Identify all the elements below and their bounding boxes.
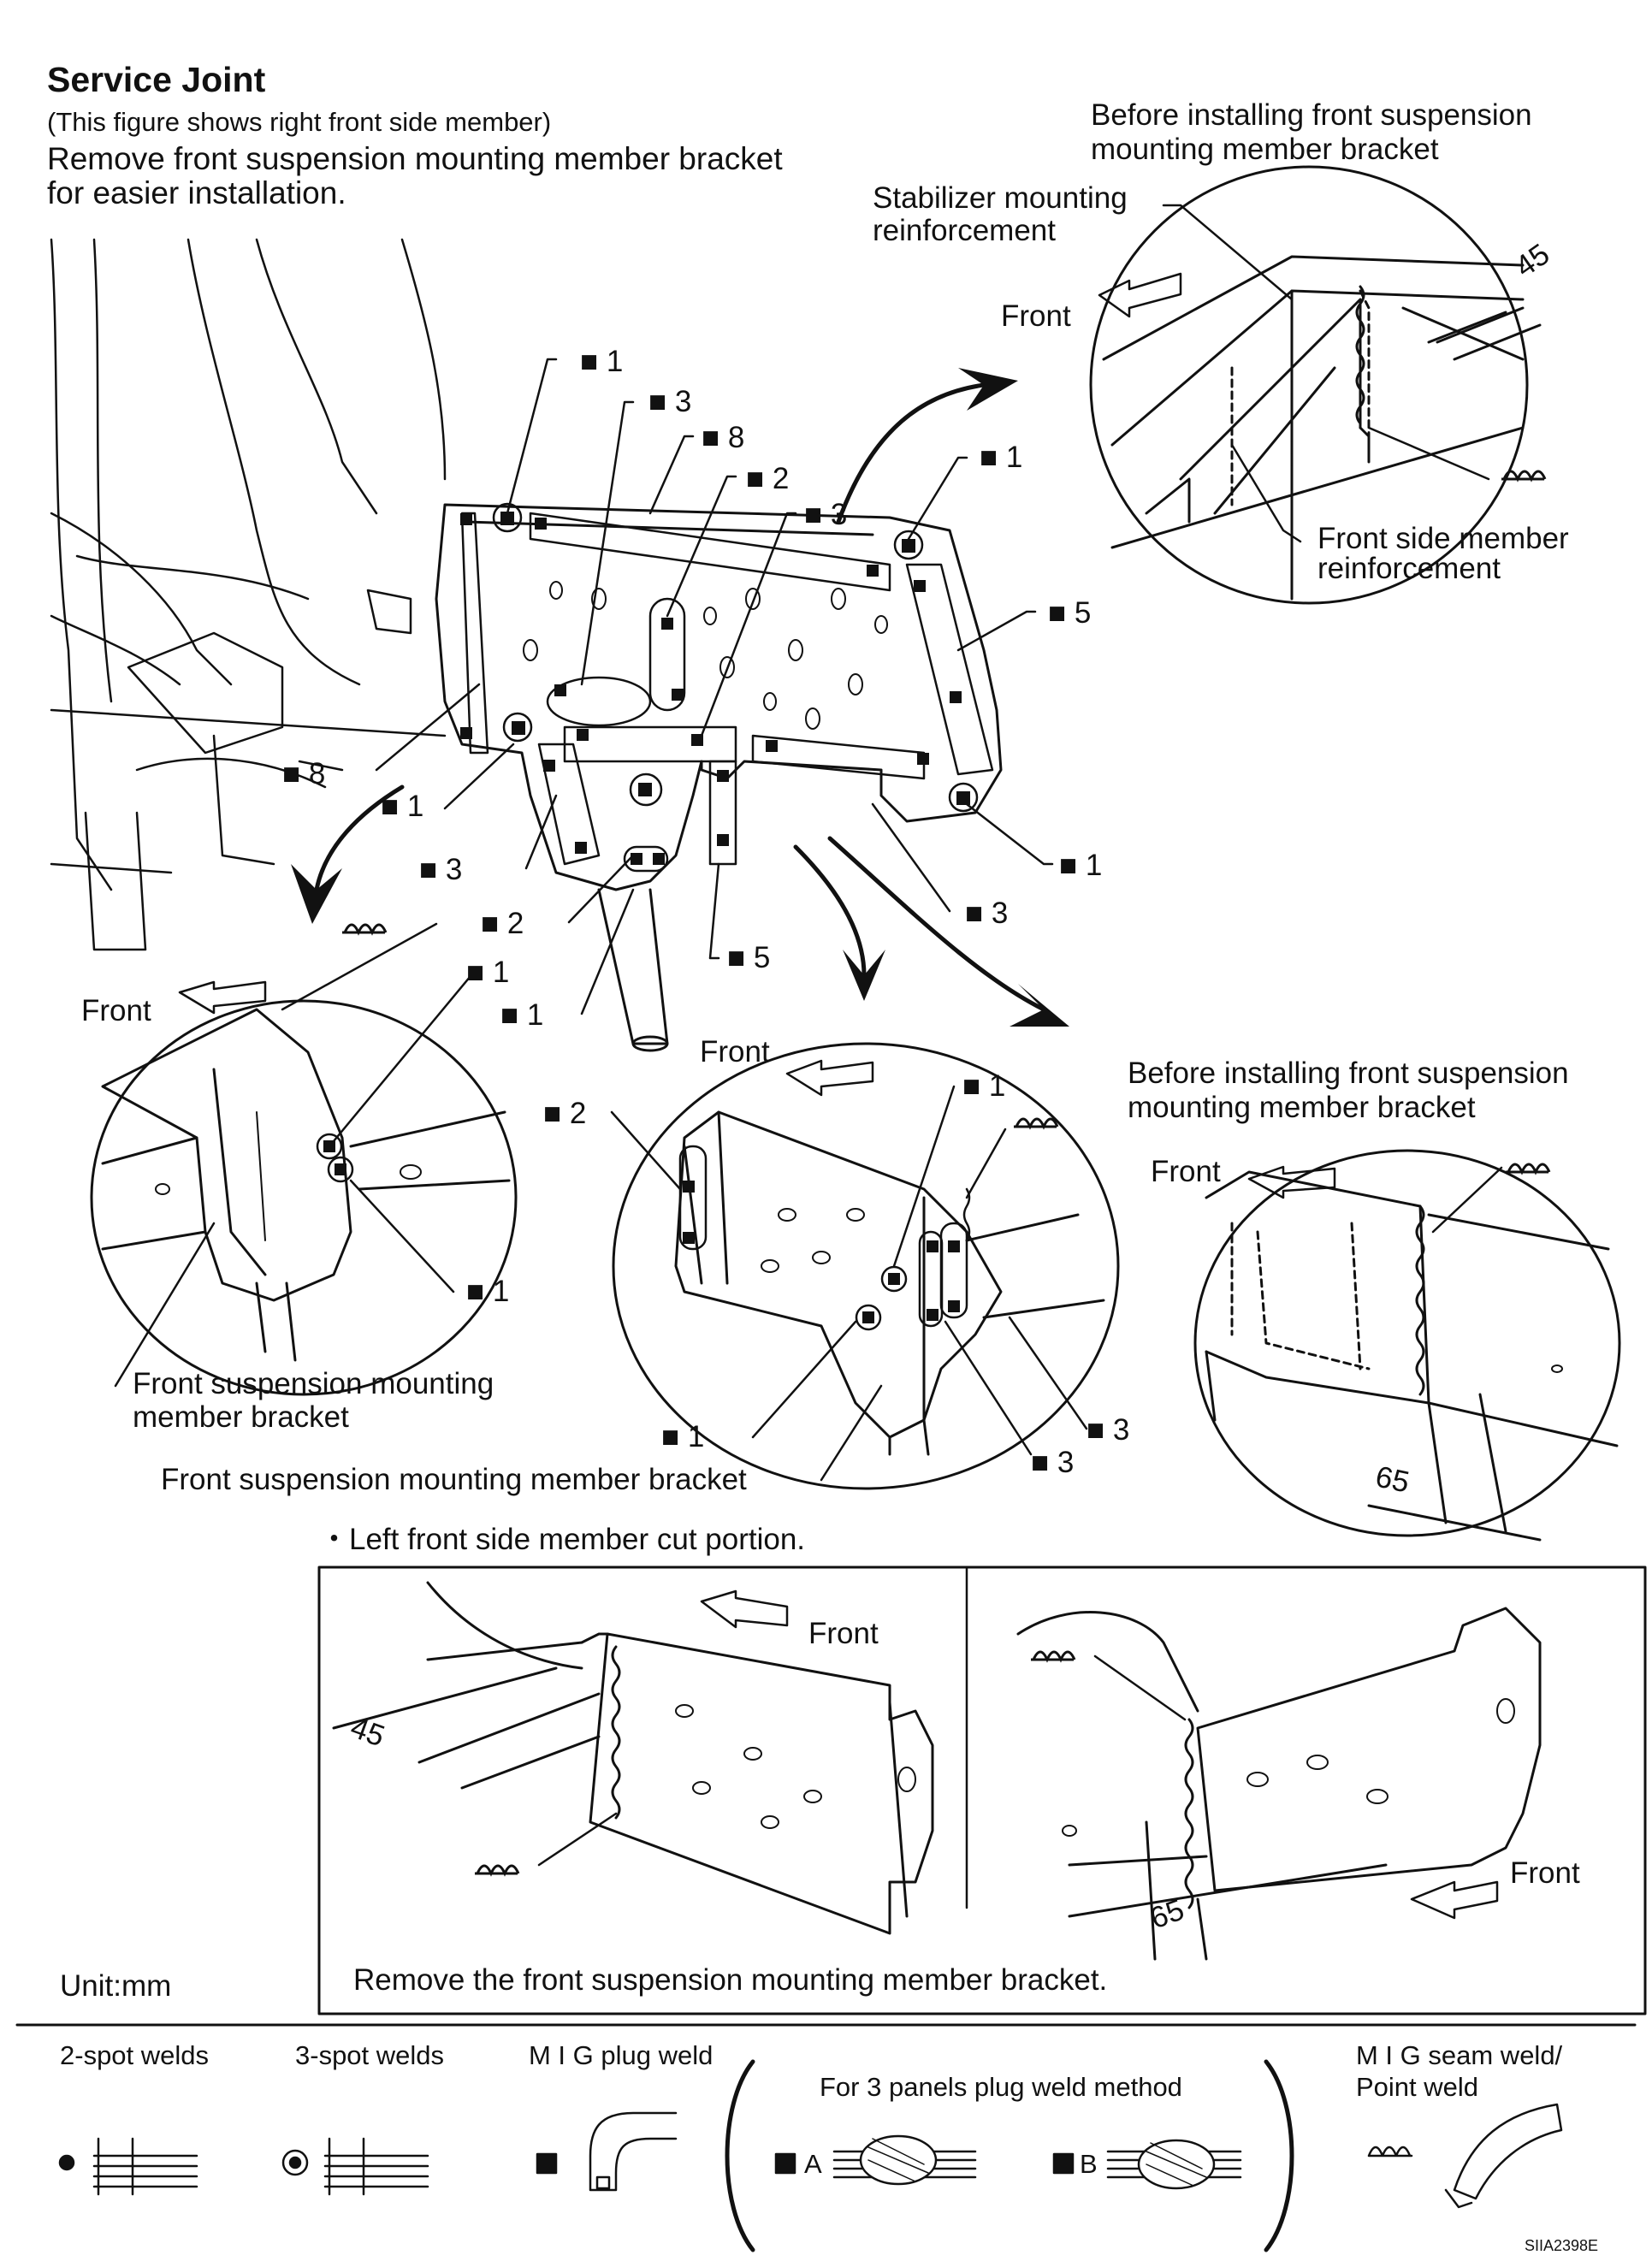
center-callout-3-right: ■ 3 [1087,1413,1130,1447]
arrow-to-center-detail [793,844,867,978]
callout-5b: ■ 3 [965,897,1009,930]
remove-bracket-note: Remove the front suspension mounting mem… [353,1963,1108,1997]
left-member-heading: ・Left front side member cut portion. [319,1523,806,1556]
weld-markers [323,512,970,1323]
right-caption-line-2: mounting member bracket [1128,1091,1476,1124]
callout-5a: ■ 5 [1048,596,1092,630]
figure-id: SIIA2398E [1525,2237,1599,2254]
left-member-box [317,1566,1647,2015]
arrow-to-top-right [836,382,986,524]
detail-center [612,1042,1120,1490]
member-bracket-main [435,502,1003,1052]
callout-8b: ■ 8 [282,757,326,790]
instruction-line-1: Remove front suspension mounting member … [47,141,783,176]
center-bracket-label: Front suspension mounting member bracket [161,1463,747,1496]
reinforcement-label-line-2: reinforcement [1317,552,1501,585]
left-detail-front-label: Front [81,994,151,1027]
left-bracket-label-line-1: Front suspension mounting [133,1367,494,1400]
legend-two-spot: 2-spot welds [60,2040,210,2070]
page-title: Service Joint [47,60,266,99]
legend-mig-seam-line-2: Point weld [1356,2072,1479,2102]
center-detail-front-label: Front [700,1035,770,1068]
center-callout-1-top: ■ 1 [962,1069,1006,1103]
callout-1b: ■ 1 [980,441,1023,474]
leader-lines [375,358,1054,1015]
right-caption-line-1: Before installing front suspension [1128,1057,1569,1090]
instruction-line-2: for easier installation. [47,175,346,210]
top-right-caption-line-2: mounting member bracket [1091,133,1439,166]
callout-3c: ■ 3 [419,853,463,886]
stabilizer-label-line-2: reinforcement [873,214,1056,247]
legend-mig-seam-line-1: M I G seam weld/ [1356,2040,1563,2070]
right-detail-dimension: 65 [1372,1459,1412,1500]
callout-1a: ■ 1 [580,345,624,378]
box-left-front-label: Front [808,1617,879,1650]
callout-2b: ■ 1 [500,998,544,1032]
left-bracket-label-line-2: member bracket [133,1400,349,1434]
arrow-to-left-detail [314,784,405,892]
callout-3a: ■ 3 [648,385,692,418]
callout-3b: ■ 3 [804,498,848,531]
detail-left [90,980,518,1396]
detail-right [1193,1149,1621,1542]
legend-panel-b: B [1080,2149,1098,2179]
stabilizer-label-line-1: Stabilizer mounting [873,181,1128,215]
figure-note: (This figure shows right front side memb… [47,107,552,137]
right-detail-front-label: Front [1151,1155,1221,1188]
unit-label: Unit:mm [60,1969,172,2003]
callout-3d: ■ 5 [727,941,771,974]
reinforcement-label-line-1: Front side member [1317,522,1569,555]
top-right-caption-line-1: Before installing front suspension [1091,98,1532,132]
callout-1c: ■ 1 [381,790,424,823]
callout-1d: ■ 1 [1059,849,1103,882]
callout-1e: ■ 2 [481,907,524,940]
seam-weld-icons [342,470,1551,1877]
legend-panel-a: A [804,2149,822,2179]
center-callout-2: ■ 2 [543,1097,587,1130]
top-right-front-label: Front [1001,299,1071,333]
left-detail-callout-1-bottom: ■ 1 [466,1275,510,1308]
callout-2a: ■ 2 [746,462,790,495]
legend-symbols [58,2059,1563,2252]
center-callout-1-bottom: ■ 1 [661,1420,705,1453]
legend-mig-plug: M I G plug weld [529,2040,713,2070]
detail-top-right [1089,165,1542,605]
arrow-to-right-detail [827,836,1046,1012]
callout-8a: ■ 8 [702,421,745,454]
box-right-front-label: Front [1510,1856,1580,1890]
vehicle-body-sketch [50,238,447,951]
left-detail-callout-1-top: ■ 1 [466,956,510,989]
center-callout-3-bottom: ■ 3 [1031,1446,1075,1479]
legend-three-panel: For 3 panels plug weld method [820,2072,1182,2102]
legend-three-spot: 3-spot welds [295,2040,445,2070]
